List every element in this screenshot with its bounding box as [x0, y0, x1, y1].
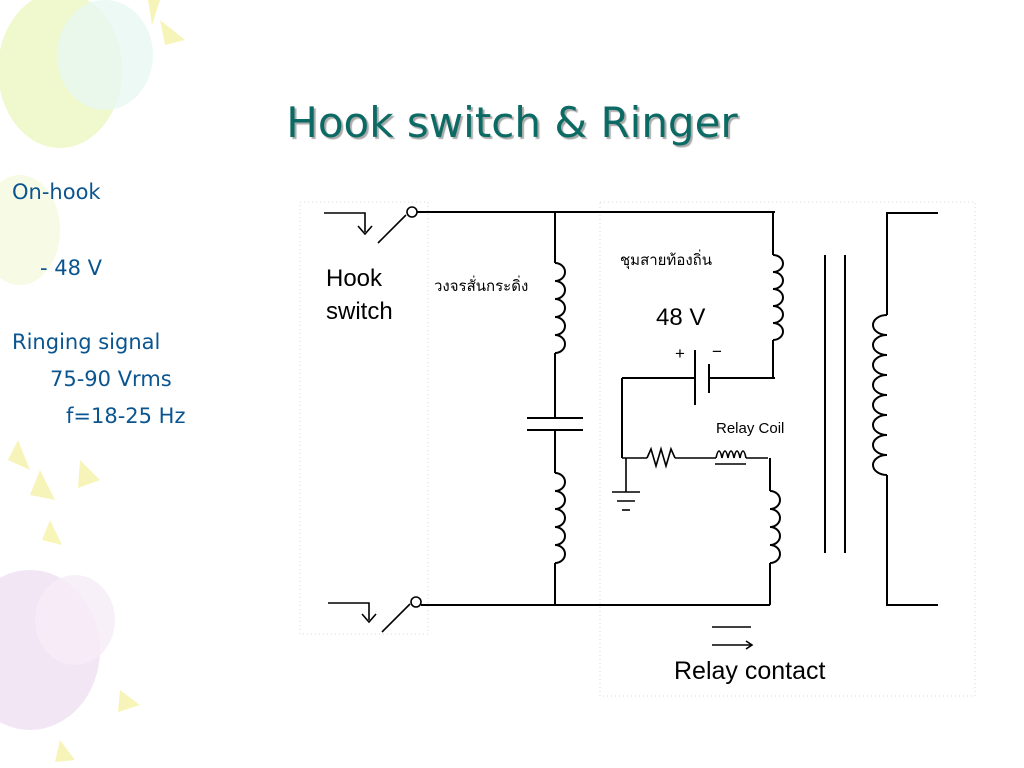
- relay-contact-label: Relay contact: [674, 657, 826, 685]
- sparkle-decorations-bottom: [55, 690, 140, 762]
- relay-coil: [715, 450, 768, 465]
- region-boxes: [299, 201, 976, 697]
- relay-contact-symbol: [712, 626, 754, 650]
- ground-symbol: [612, 458, 640, 511]
- bullet-ringing-voltage: 75-90 Vrms: [50, 367, 172, 391]
- transformer: [824, 212, 938, 606]
- resistor: [622, 446, 716, 469]
- exchange-coil-bottom: [769, 458, 781, 605]
- battery-minus-label: −: [712, 342, 722, 361]
- hook-switch-label-line2: switch: [326, 298, 393, 325]
- local-exchange-label: ชุมสายท้องถิ่น: [620, 249, 712, 270]
- bullet-on-hook: On-hook: [12, 180, 101, 204]
- bullet-ringing-signal: Ringing signal: [12, 330, 161, 354]
- battery-plus-label: +: [675, 344, 685, 363]
- hook-switch-top: [324, 206, 775, 244]
- battery-voltage-label: 48 V: [656, 304, 705, 331]
- bullet-ringing-frequency: f=18-25 Hz: [66, 404, 186, 428]
- ringer-circuit-label: วงจรสั่นกระดิ่ง: [434, 275, 528, 295]
- bullet-on-hook-voltage: - 48 V: [40, 256, 103, 280]
- balloon-decoration-bottom-left: [0, 570, 115, 730]
- sparkle-decorations: [8, 0, 185, 545]
- slide-title: Hook switch & Ringer: [286, 98, 738, 147]
- relay-coil-label: Relay Coil: [716, 420, 784, 437]
- balloon-decoration-top-left: [0, 0, 153, 285]
- battery: [621, 350, 775, 458]
- exchange-coil-top: [772, 212, 784, 378]
- hook-switch-label-line1: Hook: [326, 265, 383, 292]
- ringer-branch: [527, 212, 583, 605]
- hook-switch-bottom: [328, 596, 770, 633]
